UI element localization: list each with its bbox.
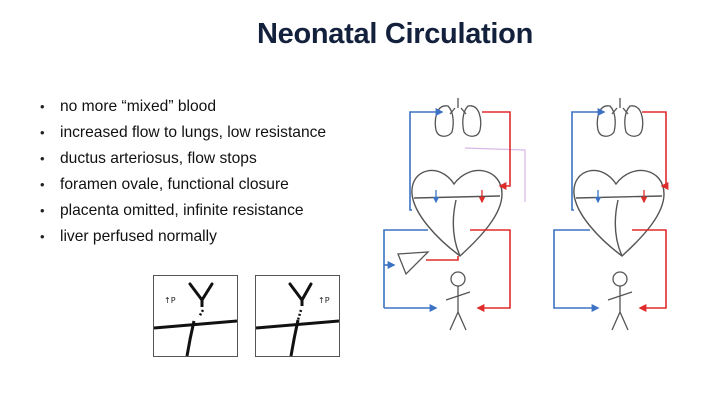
slide-title: Neonatal Circulation [257,18,533,50]
bullet-list: •no more “mixed” blood •increased flow t… [38,97,326,253]
vessel-crossing-right-icon [256,282,339,356]
bullet-dot-icon: • [40,177,45,192]
bullet-item: •increased flow to lungs, low resistance [40,124,327,141]
bullet-item: •ductus arteriosus, flow stops [40,150,257,167]
circulation-diagrams [383,98,669,331]
arterial-flow-right [632,111,669,312]
venous-flow-right [553,108,606,312]
heart-icon [573,169,665,257]
bullet-dot-icon: • [40,151,45,166]
venous-flow-left [383,108,444,312]
placenta-icon [397,251,430,276]
bullet-dot-icon: • [40,203,45,218]
vessel-crossing-left-icon [154,282,237,356]
heart-icon [411,169,503,257]
person-icon [445,271,471,331]
bullet-dot-icon: • [40,99,45,114]
ductus-arteriosus [464,147,526,202]
pressure-panel-right: ↑P [255,275,340,357]
pressure-panel-left: ↑P [153,275,238,357]
pressure-label: ↑P [164,296,176,305]
bullet-dot-icon: • [40,229,45,244]
bullet-item: •foramen ovale, functional closure [40,176,289,193]
lungs-icon [434,98,482,137]
lungs-icon [596,98,644,137]
pressure-label: ↑P [318,296,330,305]
circulation-diagram-left [383,98,526,331]
bullet-item: •liver perfused normally [40,228,217,245]
person-icon [607,271,633,331]
arterial-flow-left [426,111,511,312]
bullet-dot-icon: • [40,125,45,140]
bullet-item: •no more “mixed” blood [40,98,217,115]
circulation-diagram-right [553,98,669,331]
bullet-item: •placenta omitted, infinite resistance [40,202,304,219]
